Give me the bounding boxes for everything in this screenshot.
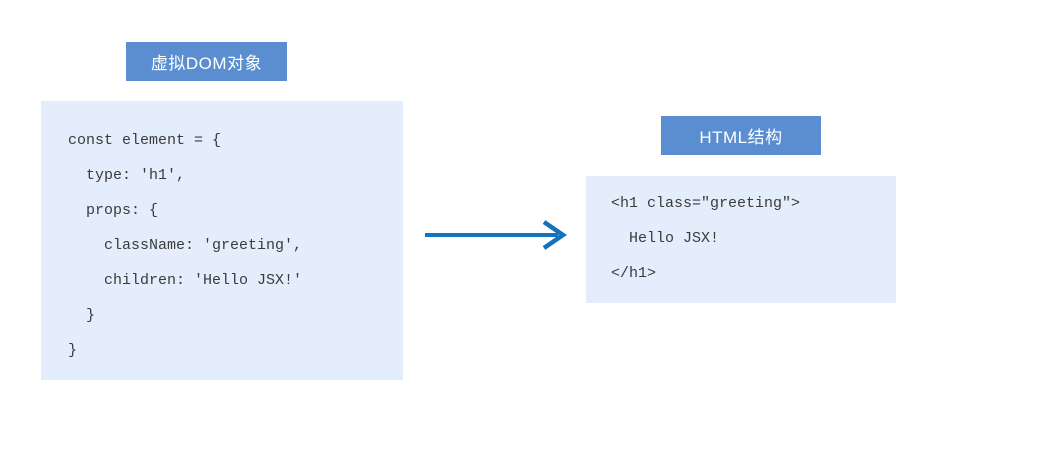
virtual-dom-code-block: const element = { type: 'h1', props: { c…: [41, 101, 403, 380]
code-line: </h1>: [611, 265, 657, 282]
code-line: children: 'Hello JSX!': [68, 272, 303, 289]
virtual-dom-label: 虚拟DOM对象: [126, 42, 287, 81]
code-line: <h1 class="greeting">: [611, 195, 801, 212]
code-line: }: [68, 307, 96, 324]
code-line: }: [68, 342, 78, 359]
code-line: const element = {: [68, 132, 222, 149]
code-line: props: {: [68, 202, 159, 219]
code-line: Hello JSX!: [611, 230, 720, 247]
code-line: className: 'greeting',: [68, 237, 303, 254]
code-line: type: 'h1',: [68, 167, 186, 184]
html-structure-label: HTML结构: [661, 116, 821, 155]
right-arrow-icon: [425, 220, 567, 250]
html-code-block: <h1 class="greeting"> Hello JSX! </h1>: [586, 176, 896, 303]
